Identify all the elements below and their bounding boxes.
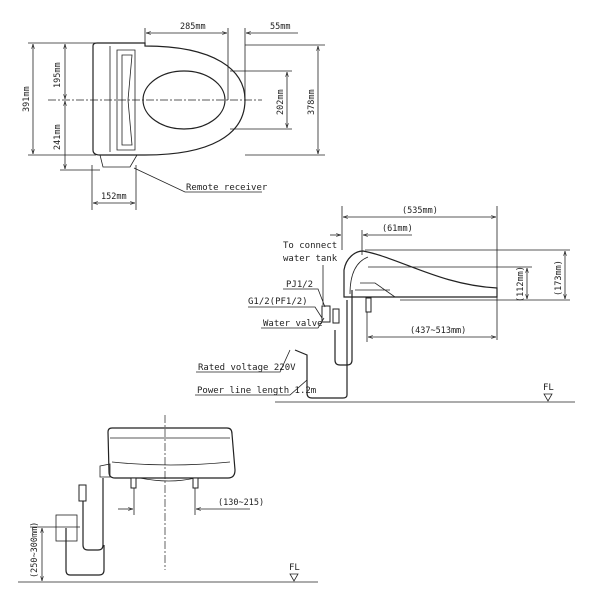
floor-label-front: FL: [289, 563, 300, 573]
dim-152: 152mm: [101, 192, 127, 202]
nozzle-fitting: [365, 297, 372, 313]
water-valve: [321, 305, 331, 323]
front-cable: [65, 528, 105, 576]
dim-202: 202mm: [276, 89, 286, 115]
floor-marker-front-icon: [289, 573, 299, 582]
left-bolt: [130, 477, 137, 489]
seat-front-outline: [107, 427, 236, 479]
dim-61: (61mm): [382, 224, 413, 234]
voltage-label: Rated voltage 220V: [198, 363, 296, 373]
water-tank-label-2: water tank: [283, 254, 338, 264]
dim-130: (130~215): [218, 498, 264, 508]
dim-437: (437~513mm): [410, 326, 466, 336]
remote-receiver-label: Remote receiver: [186, 183, 268, 193]
g12-label: G1/2(PF1/2): [248, 297, 308, 307]
water-tank-label-1: To connect: [283, 241, 337, 251]
top-view: 285mm 55mm 391mm 195mm 241mm 202mm 378mm…: [22, 22, 325, 210]
water-hose: [334, 290, 353, 366]
water-valve-label: Water valve: [263, 319, 323, 329]
front-view: (130~215) (250~300mm) FL: [18, 415, 318, 583]
seat-front-detail: [99, 437, 231, 482]
dim-173: (173mm): [554, 260, 564, 296]
leader-lines: [195, 265, 326, 396]
dim-112: (112mm): [516, 266, 526, 302]
extension-lines-side: [341, 206, 570, 342]
dim-285: 285mm: [180, 22, 206, 32]
front-valve: [78, 484, 87, 502]
dim-241: 241mm: [53, 124, 63, 150]
seat-hinge-panel: [109, 46, 136, 152]
dim-535: (535mm): [402, 206, 438, 216]
pj-label: PJ1/2: [286, 280, 313, 290]
seat-side-outline: [343, 250, 498, 298]
power-cable: [294, 300, 348, 399]
seat-body-outline: [92, 42, 246, 156]
dim-391: 391mm: [22, 86, 32, 112]
remote-receiver-unit: [99, 154, 138, 168]
front-hose: [82, 478, 104, 551]
power-line-label: Power line length 1.2m: [197, 386, 316, 396]
seat-side-detail: [349, 256, 396, 298]
floor-marker-icon: [543, 393, 553, 402]
side-view: To connect water tank PJ1/2 G1/2(PF1/2) …: [195, 206, 575, 403]
extension-lines: [28, 28, 325, 210]
dim-55: 55mm: [270, 22, 290, 32]
dim-250: (250~300mm): [30, 522, 40, 578]
dim-378: 378mm: [307, 89, 317, 115]
right-bolt: [192, 477, 199, 489]
remote-receiver-leader: [133, 167, 262, 193]
dim-195: 195mm: [53, 62, 63, 88]
front-extension-lines: [30, 488, 196, 528]
wall-outlet: [55, 514, 78, 542]
valve-fitting: [332, 308, 340, 324]
floor-label-side: FL: [543, 383, 554, 393]
